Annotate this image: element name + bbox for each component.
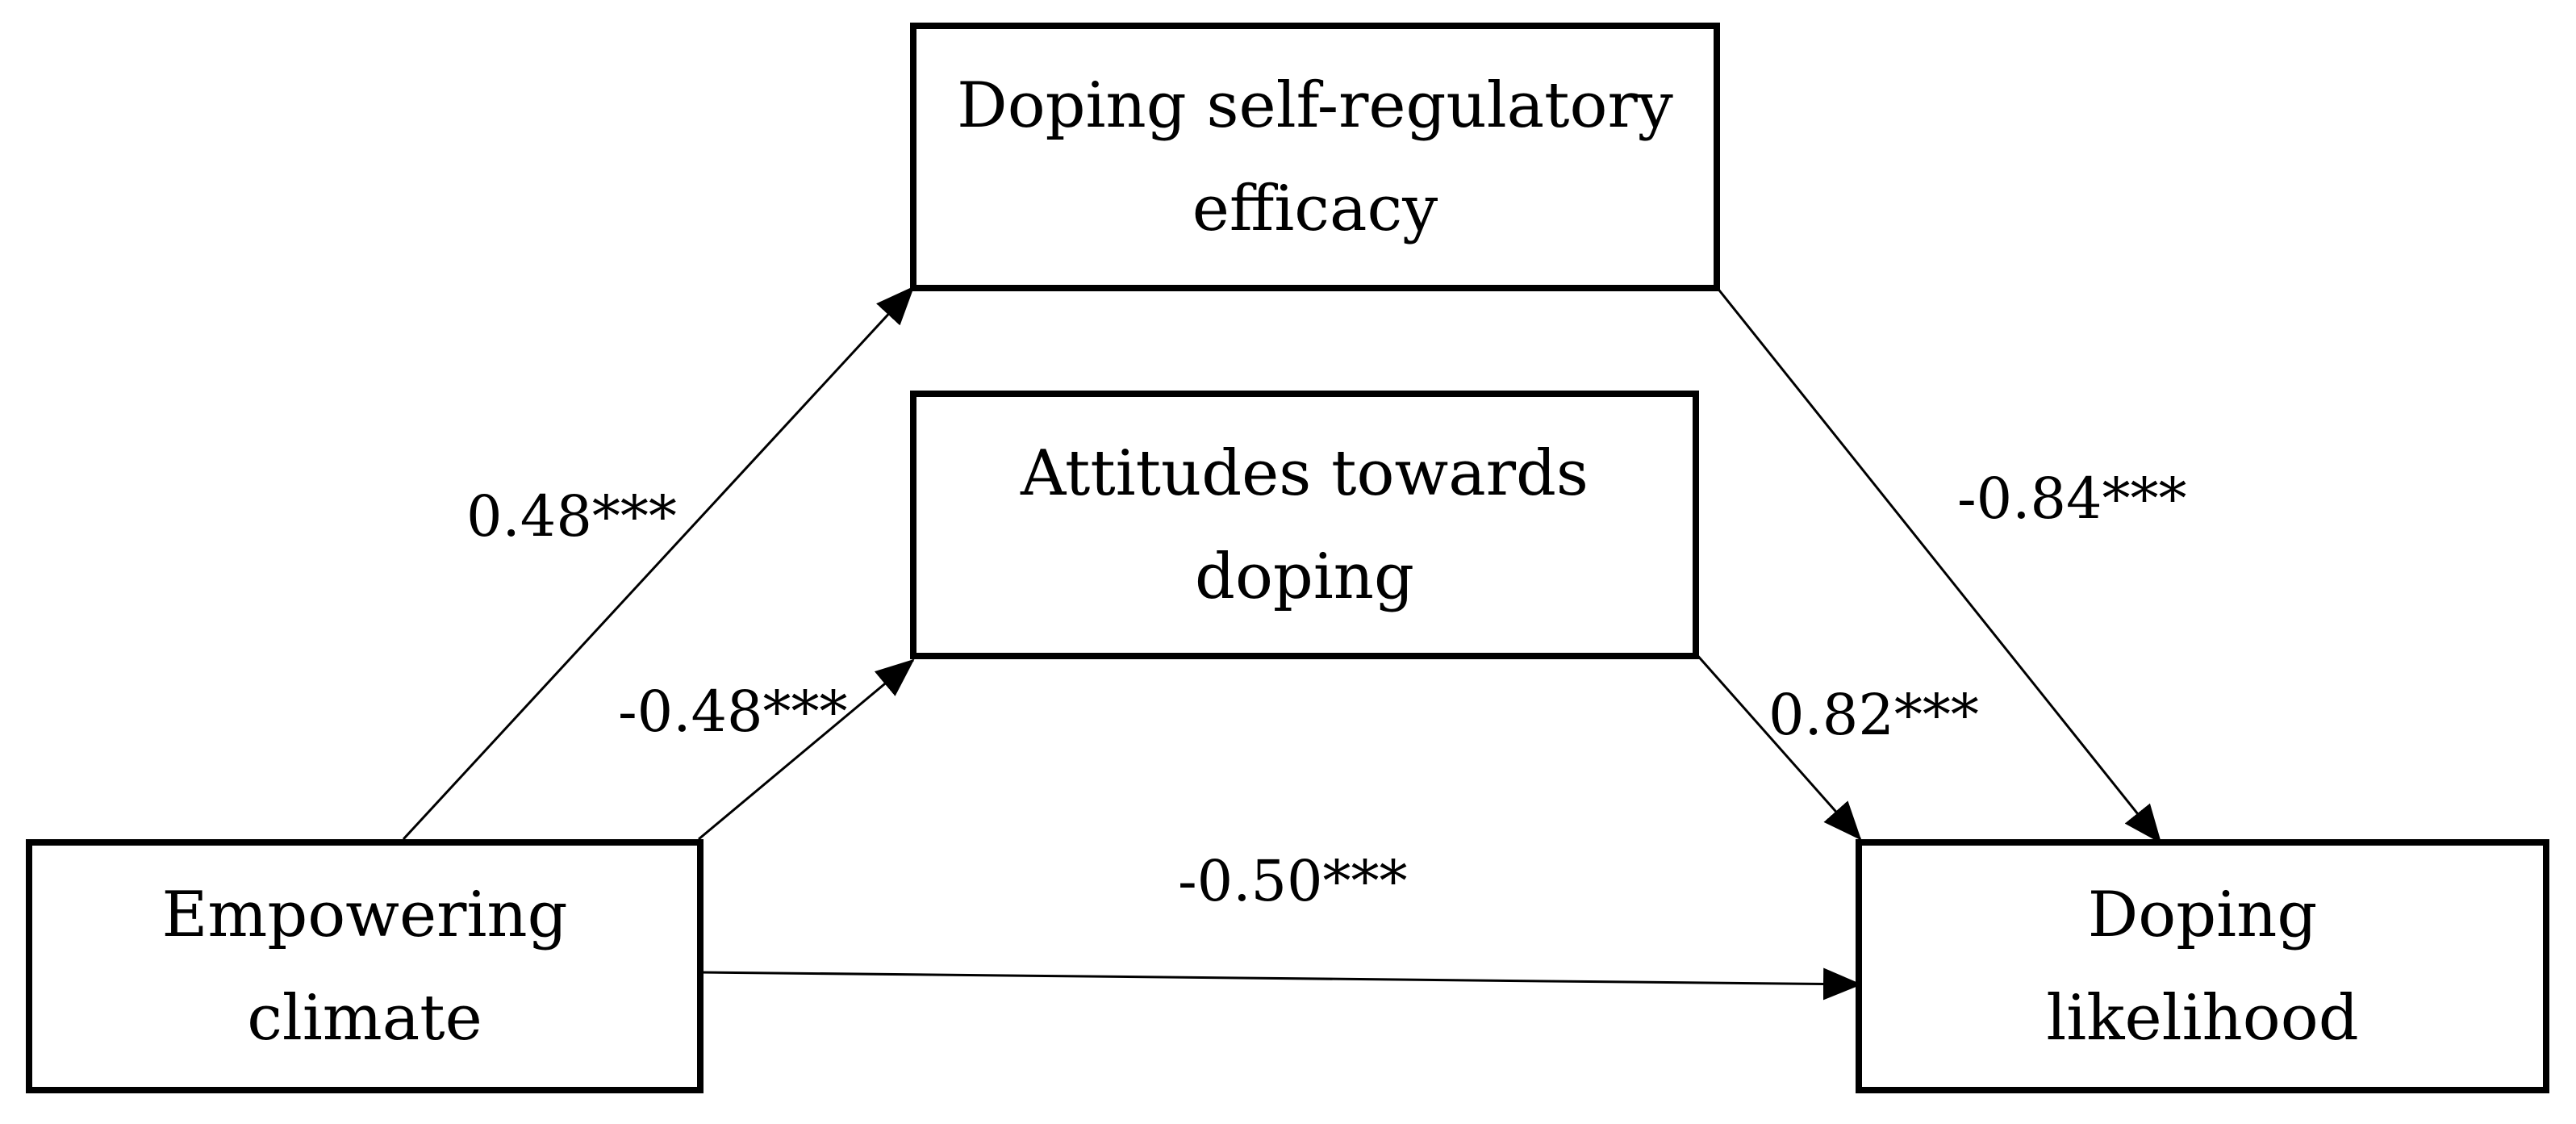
arrow-self-efficacy-to-likelihood xyxy=(1715,286,2162,844)
arrow-attitudes-to-likelihood xyxy=(1694,653,1862,841)
arrow-empowering-to-attitudes xyxy=(698,658,915,841)
coef-empowering-to-likelihood: -0.50*** xyxy=(1178,848,1408,914)
node-likelihood-line1: Doping xyxy=(2087,878,2318,951)
node-self-efficacy: Doping self-regulatory efficacy xyxy=(910,23,1720,291)
node-empowering-line2: climate xyxy=(247,981,482,1055)
coef-self-efficacy-to-likelihood: -0.84*** xyxy=(1957,466,2187,532)
coef-empowering-to-self-efficacy: 0.48*** xyxy=(466,483,677,549)
node-likelihood-line2: likelihood xyxy=(2046,981,2359,1055)
arrow-empowering-to-likelihood xyxy=(698,967,1862,1001)
arrow-empowering-to-self-efficacy xyxy=(402,286,915,841)
node-attitudes-line2: doping xyxy=(1195,540,1414,613)
coef-empowering-to-attitudes: -0.48*** xyxy=(618,679,848,745)
node-attitudes-line1: Attitudes towards xyxy=(1021,437,1589,510)
node-likelihood: Doping likelihood xyxy=(1856,839,2549,1093)
node-empowering: Empowering climate xyxy=(26,839,703,1093)
node-self-efficacy-line1: Doping self-regulatory xyxy=(957,69,1673,142)
node-self-efficacy-line2: efficacy xyxy=(1192,172,1438,245)
node-empowering-line1: Empowering xyxy=(161,878,568,951)
coef-attitudes-to-likelihood: 0.82*** xyxy=(1768,682,1979,748)
node-attitudes: Attitudes towards doping xyxy=(910,391,1699,659)
